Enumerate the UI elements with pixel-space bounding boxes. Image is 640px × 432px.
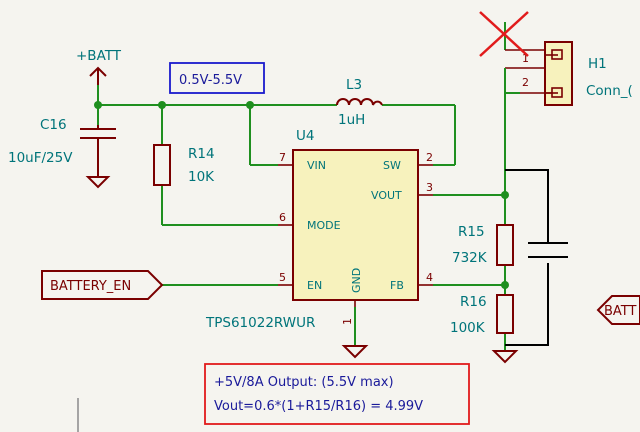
- pin-gnd-num: 1: [341, 318, 354, 325]
- batt-net-label-right[interactable]: BATT: [596, 295, 640, 325]
- note-line-1: +5V/8A Output: (5.5V max): [214, 375, 394, 390]
- capacitor-c16[interactable]: C16 10uF/25V: [8, 117, 116, 189]
- r15-ref: R15: [458, 224, 485, 240]
- pin-vin-name: VIN: [307, 159, 326, 172]
- pin-vout-num: 3: [426, 181, 433, 194]
- gnd-symbol-u4: [341, 345, 369, 359]
- batt-right-text: BATT: [604, 304, 637, 319]
- battery-en-text: BATTERY_EN: [50, 279, 131, 294]
- resistor-r15[interactable]: R15 732K: [452, 224, 514, 266]
- h1-ref: H1: [588, 56, 607, 72]
- pin-sw-name: SW: [383, 159, 401, 172]
- gnd-symbol-r16: [491, 350, 519, 364]
- pin-mode-num: 6: [279, 211, 286, 224]
- r16-value: 100K: [450, 320, 486, 336]
- output-note-box: +5V/8A Output: (5.5V max) Vout=0.6*(1+R1…: [204, 363, 470, 425]
- u4-part-number: TPS61022RWUR: [205, 315, 315, 331]
- pin-vin-num: 7: [279, 151, 286, 164]
- c16-value: 10uF/25V: [8, 150, 73, 166]
- connector-h1[interactable]: 1 2 H1 Conn_(: [504, 41, 633, 106]
- range-label: 0.5V-5.5V: [179, 73, 242, 88]
- no-connect-x-icon: [479, 11, 529, 57]
- resistor-r14[interactable]: R14 10K: [153, 144, 215, 186]
- pin-fb-num: 4: [426, 271, 433, 284]
- r16-ref: R16: [460, 294, 487, 310]
- h1-pin1-num: 1: [522, 52, 529, 65]
- resistor-r16[interactable]: R16 100K: [450, 294, 514, 336]
- u4-ref: U4: [296, 128, 314, 144]
- range-label-box: 0.5V-5.5V: [169, 62, 265, 94]
- pin-fb-name: FB: [390, 279, 404, 292]
- pin-en-num: 5: [279, 271, 286, 284]
- battery-en-net-label[interactable]: BATTERY_EN: [41, 270, 164, 300]
- pin-vout-name: VOUT: [371, 189, 402, 202]
- batt-label: +BATT: [76, 48, 122, 64]
- l3-ref: L3: [346, 77, 362, 93]
- h1-value: Conn_(: [586, 83, 633, 99]
- h1-pin2-num: 2: [522, 76, 529, 89]
- r14-value: 10K: [188, 169, 215, 185]
- r14-ref: R14: [188, 146, 215, 162]
- junctions: [94, 101, 509, 289]
- pin-en-name: EN: [307, 279, 322, 292]
- r15-value: 732K: [452, 250, 488, 266]
- pin-gnd-name: GND: [350, 268, 363, 293]
- pin-sw-num: 2: [426, 151, 433, 164]
- c16-ref: C16: [40, 117, 67, 133]
- note-line-2: Vout=0.6*(1+R15/R16) = 4.99V: [214, 399, 423, 414]
- pin-mode-name: MODE: [307, 219, 341, 232]
- l3-value: 1uH: [338, 112, 365, 128]
- parallel-capacitor: [505, 169, 568, 346]
- batt-power-symbol[interactable]: +BATT: [76, 48, 122, 85]
- inductor-l3[interactable]: L3 1uH: [335, 77, 383, 128]
- ic-u4[interactable]: U4 TPS61022RWUR VIN SW VOUT MODE EN FB G…: [205, 128, 433, 331]
